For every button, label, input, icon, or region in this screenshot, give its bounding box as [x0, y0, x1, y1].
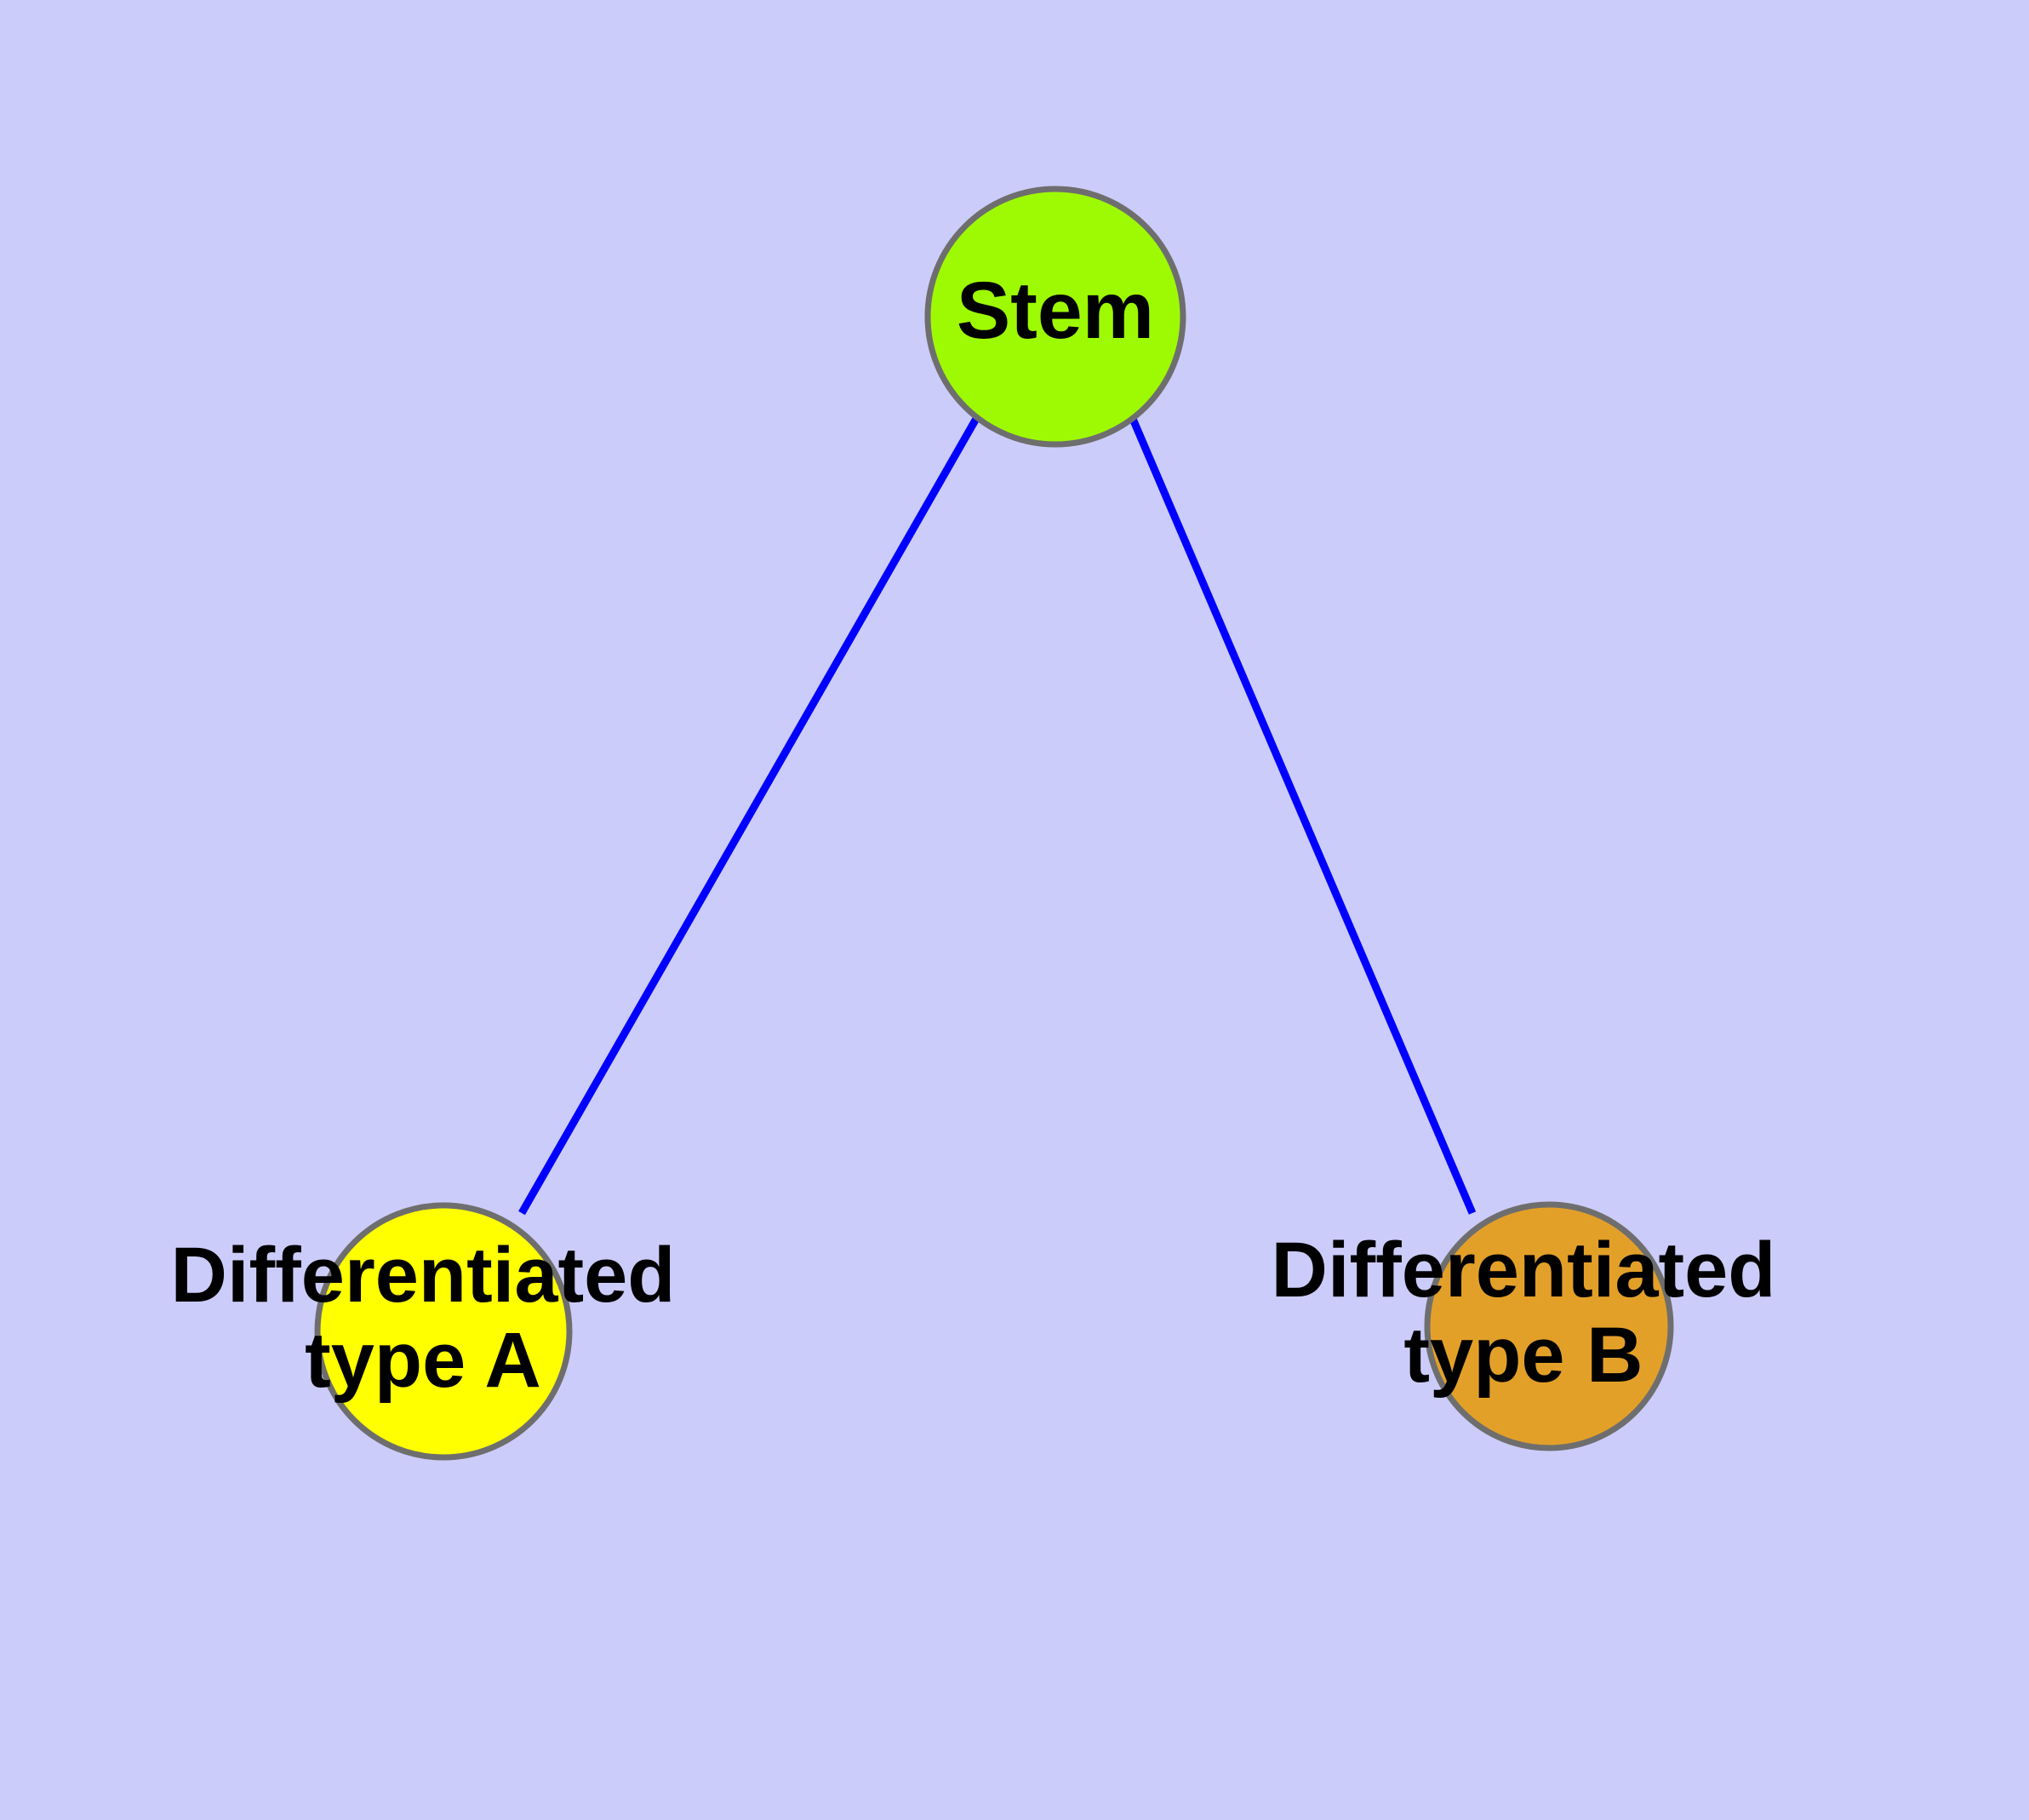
node-layer	[314, 186, 1674, 1461]
node-differentiated-type-b[interactable]	[1424, 1201, 1674, 1451]
node-stem-label: Stem	[957, 266, 1154, 356]
edge-layer	[518, 415, 1477, 1216]
edge-stem-to-diff-a[interactable]	[518, 415, 980, 1216]
node-differentiated-type-a[interactable]	[314, 1202, 573, 1461]
node-stem[interactable]	[924, 186, 1186, 448]
edge-stem-to-diff-b[interactable]	[1129, 417, 1477, 1215]
